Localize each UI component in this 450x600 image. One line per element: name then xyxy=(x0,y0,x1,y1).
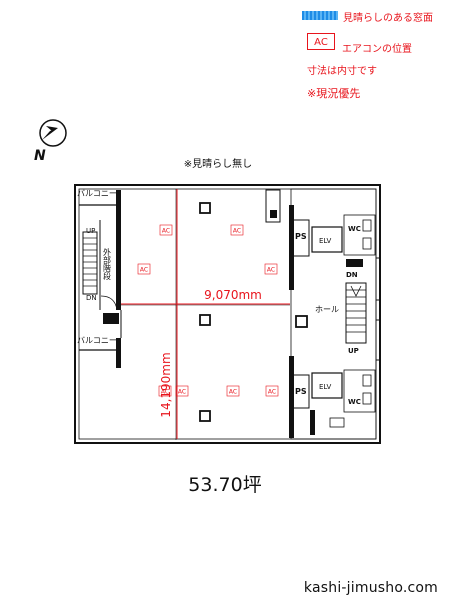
elv-bottom-label: ELV xyxy=(319,383,332,391)
compass: N xyxy=(34,119,67,164)
ps-bottom-label: PS xyxy=(295,387,307,396)
up-left-label: UP xyxy=(86,227,95,235)
balcony-bottom-label: バルコニー xyxy=(77,336,117,345)
toilet-icon xyxy=(362,237,372,250)
door-swing xyxy=(100,295,118,311)
ps-top-label: PS xyxy=(295,232,307,241)
no-view-note: ※見晴らし無し xyxy=(184,157,252,170)
column xyxy=(199,410,211,422)
ac-marker-box xyxy=(265,385,279,397)
balcony-top-label: バルコニー xyxy=(77,189,117,198)
ac-legend-label: エアコンの位置 xyxy=(342,44,412,55)
office-room xyxy=(121,189,308,440)
exterior-stairs-label: 外部階段 xyxy=(103,247,112,281)
site-url: kashi-jimusho.com xyxy=(303,580,438,596)
ac-marker: AC xyxy=(267,267,275,274)
depth-dimension: 14,190mm xyxy=(159,352,173,417)
width-dimension: 9,070mm xyxy=(204,288,262,302)
stair-arrow-icon xyxy=(350,285,362,297)
ac-legend-box: AC xyxy=(307,33,335,50)
toilet-icon xyxy=(362,374,372,387)
dn-right-label: DN xyxy=(346,271,358,279)
ac-marker: AC xyxy=(268,389,276,396)
ac-marker: AC xyxy=(140,267,148,274)
current-priority-note: ※現況優先 xyxy=(307,87,361,100)
ac-marker: AC xyxy=(233,228,241,235)
toilet-icon xyxy=(362,392,372,405)
window-legend-label: 見晴らしのある窓面 xyxy=(343,13,433,24)
floor-area: 53.70坪 xyxy=(188,474,262,496)
left-partition-lower xyxy=(116,338,121,368)
column xyxy=(199,314,211,326)
up-right-label: UP xyxy=(348,347,359,355)
wc-bottom-label: WC xyxy=(348,398,361,406)
dn-left-label: DN xyxy=(86,294,97,302)
elevator-top xyxy=(311,226,343,253)
compass-label: N xyxy=(34,148,46,164)
window-marks xyxy=(376,257,380,361)
left-partition xyxy=(116,190,121,310)
elv-top-label: ELV xyxy=(319,237,332,245)
ac-marker-box xyxy=(226,385,240,397)
left-column xyxy=(103,313,119,324)
ac-marker-box xyxy=(159,224,173,236)
toilet-icon xyxy=(362,219,372,232)
wc-top-label: WC xyxy=(348,225,361,233)
left-stair-area: バルコニー バルコニー UP DN 外部階段 xyxy=(77,189,122,368)
column xyxy=(199,202,211,214)
ac-marker: AC xyxy=(229,389,237,396)
ac-marker: AC xyxy=(162,228,170,235)
ac-marker: AC xyxy=(161,389,169,396)
north-arrow-icon xyxy=(42,128,58,140)
inner-dimension-note: 寸法は内寸です xyxy=(307,66,377,77)
ac-marker-box xyxy=(158,385,172,397)
ac-marker-box xyxy=(137,263,151,275)
ac-marker-box xyxy=(230,224,244,236)
ac-markers: AC AC AC AC AC AC AC AC xyxy=(137,224,279,397)
ac-marker-box xyxy=(264,263,278,275)
elevator-bottom xyxy=(311,372,343,399)
window-legend-swatch xyxy=(302,11,338,20)
ac-marker-box xyxy=(175,385,189,397)
hall-label: ホール xyxy=(315,305,339,314)
dimension-lines: 9,070mm 14,190mm xyxy=(121,189,290,439)
ac-marker: AC xyxy=(178,389,186,396)
core-area: PS ELV WC DN ホール UP PS ELV WC xyxy=(289,188,377,440)
